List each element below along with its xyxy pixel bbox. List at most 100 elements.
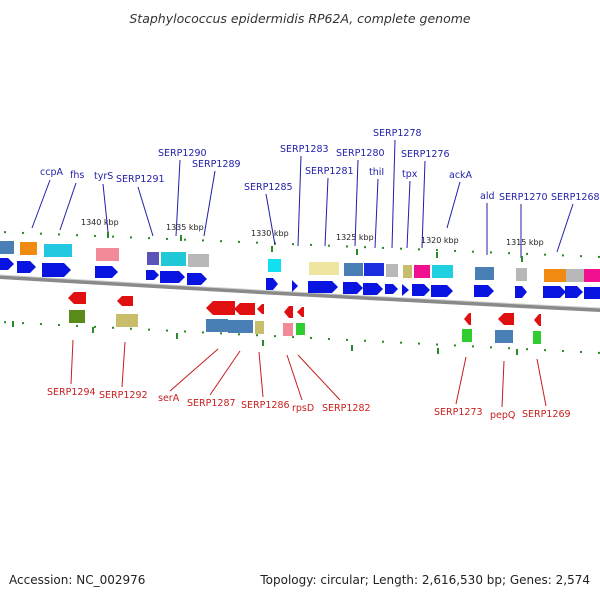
guide-dot [130, 327, 132, 330]
gene-block [188, 254, 209, 267]
label-rpsD: rpsD [292, 403, 314, 414]
label-ccpA: ccpA [40, 167, 63, 178]
label-SERP1270: SERP1270 [499, 192, 548, 203]
guide-dot [130, 236, 132, 239]
guide-dot [526, 348, 528, 351]
gene-block [364, 263, 384, 276]
label-SERP1290: SERP1290 [158, 148, 207, 159]
guide-dot [4, 231, 6, 234]
guide-dot [94, 325, 96, 328]
guide-dot [166, 329, 168, 332]
gene-block [96, 248, 119, 261]
gene-block [516, 268, 527, 281]
guide-dot [22, 231, 24, 234]
tick-1320: 1320 kbp [421, 236, 459, 245]
guide-dot [184, 330, 186, 333]
guide-dot [184, 238, 186, 241]
guide-dot [508, 347, 510, 350]
guide-dot [166, 237, 168, 240]
guide-dot [76, 234, 78, 237]
gene-block [544, 269, 566, 282]
gene-block [403, 265, 412, 278]
gene-block [414, 265, 430, 278]
guide-dot [292, 243, 294, 246]
guide-dot [544, 253, 546, 256]
guide-dot [418, 342, 420, 345]
guide-dot [238, 240, 240, 243]
guide-dot [580, 350, 582, 353]
guide-dot [364, 246, 366, 249]
gene-block [147, 252, 159, 265]
label-SERP1282: SERP1282 [322, 403, 371, 414]
label-SERP1278: SERP1278 [373, 128, 422, 139]
guide-dot [220, 332, 222, 335]
guide-dot [382, 246, 384, 249]
gene-block [283, 323, 293, 336]
label-fhs: fhs [70, 170, 84, 181]
guide-dot [112, 326, 114, 329]
label-SERP1276: SERP1276 [401, 149, 450, 160]
guide-dot [40, 323, 42, 326]
guide-dot [202, 331, 204, 334]
gene-block [475, 267, 494, 280]
tick-1315: 1315 kbp [506, 238, 544, 247]
guide-dot [58, 233, 60, 236]
gene-block [566, 269, 584, 282]
label-SERP1273: SERP1273 [434, 407, 483, 418]
guide-dot [58, 323, 60, 326]
gene-block [44, 244, 72, 257]
accession-text: Accession: NC_002976 [9, 573, 146, 587]
guide-dot [580, 255, 582, 258]
guide-dot [382, 340, 384, 343]
tick-1340: 1340 kbp [81, 218, 119, 227]
label-thiI: thiI [369, 167, 384, 178]
reverse-leaders [70, 339, 547, 408]
guide-dot [436, 343, 438, 346]
gene-block [432, 265, 453, 278]
gene-block [386, 264, 398, 277]
label-tpx: tpx [402, 169, 418, 180]
label-tyrS: tyrS [94, 171, 113, 182]
guide-dot [76, 324, 78, 327]
guide-dot [112, 235, 114, 238]
label-SERP1291: SERP1291 [116, 174, 165, 185]
forward-labels: ccpA fhs tyrS SERP1291 SERP1290 SERP1289… [40, 128, 600, 203]
guide-dot [94, 234, 96, 237]
guide-dot [40, 232, 42, 235]
guide-dot [544, 349, 546, 352]
guide-dot [256, 334, 258, 337]
guide-dot [346, 338, 348, 341]
gene-block [228, 320, 253, 333]
guide-dot [472, 250, 474, 253]
guide-dot [22, 322, 24, 325]
reverse-labels: SERP1294 SERP1292 serA SERP1287 SERP1286… [47, 387, 571, 421]
gene-block [20, 242, 37, 255]
guide-dot [328, 337, 330, 340]
guide-dot [202, 239, 204, 242]
label-pepQ: pepQ [490, 410, 515, 421]
guide-dot [238, 333, 240, 336]
kbp-ticks: 1340 kbp 1335 kbp 1330 kbp 1325 kbp 1320… [81, 218, 544, 247]
gene-block [495, 330, 513, 343]
guide-dot [562, 350, 564, 353]
label-ackA: ackA [449, 170, 473, 181]
tick-1335: 1335 kbp [166, 223, 204, 232]
label-SERP1286: SERP1286 [241, 400, 290, 411]
gene-block [309, 262, 339, 275]
guide-dot [472, 345, 474, 348]
label-SERP1289: SERP1289 [192, 159, 241, 170]
guide-dot [436, 249, 438, 252]
label-SERP1268: SERP1268 [551, 192, 600, 203]
gene-block [344, 263, 363, 276]
reverse-genes [68, 292, 541, 344]
label-SERP1292: SERP1292 [99, 390, 148, 401]
guide-dot [148, 237, 150, 240]
guide-dot [4, 321, 6, 324]
guide-dot [400, 341, 402, 344]
guide-dot [400, 247, 402, 250]
label-SERP1269: SERP1269 [522, 409, 571, 420]
guide-dot [454, 249, 456, 252]
guide-dot [418, 248, 420, 251]
label-SERP1294: SERP1294 [47, 387, 96, 398]
